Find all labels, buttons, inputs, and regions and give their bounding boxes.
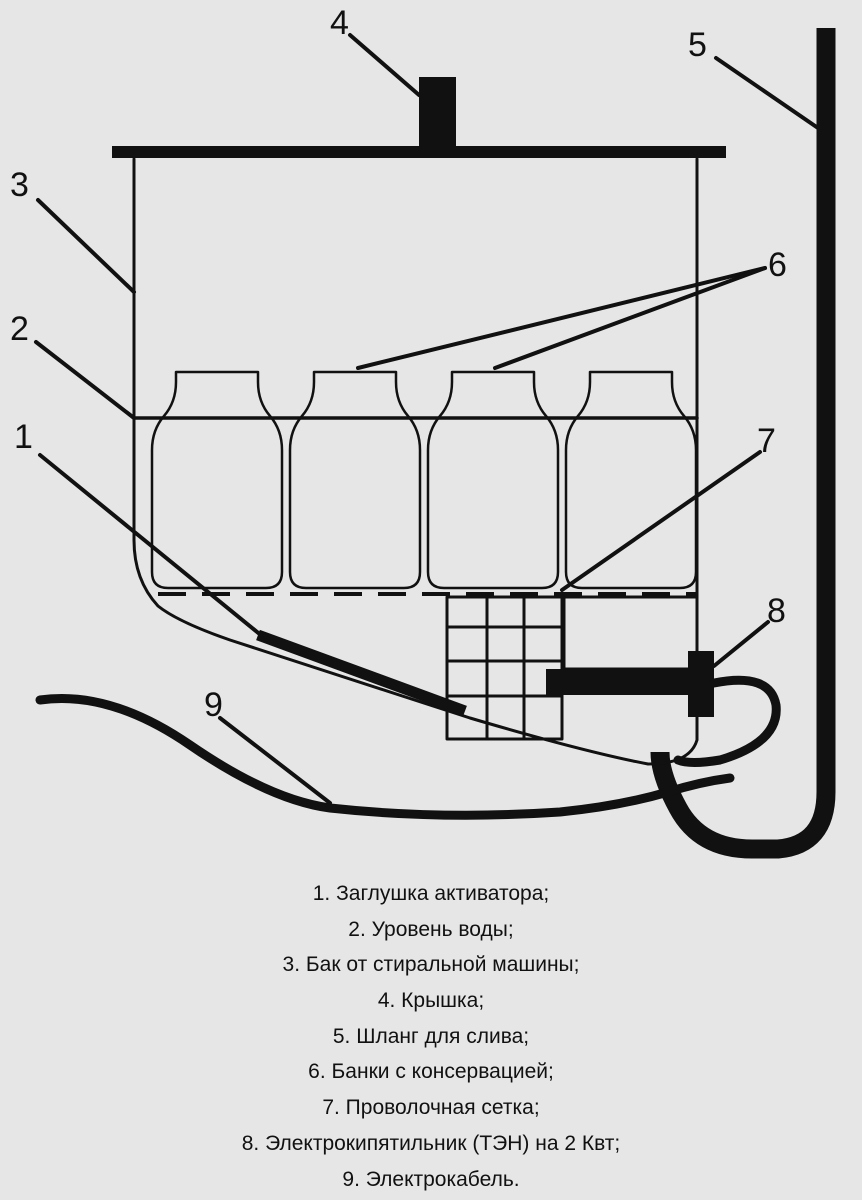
callout-2: 2 [10,310,29,348]
legend-item: 9. Электрокабель. [342,1167,520,1191]
right-compartment [562,595,699,671]
wire-mesh [445,595,564,741]
callout-3: 3 [10,166,29,204]
legend-item: 3. Бак от стиральной машины; [282,953,580,977]
callout-1: 1 [14,418,33,456]
jar-1 [150,370,284,590]
legend-list: 1. Заглушка активатора; 2. Уровень воды;… [0,876,862,1197]
callout-numbers: 1 2 3 4 5 6 7 8 9 [10,4,787,724]
drain-hose [650,28,836,859]
activator-plug [256,629,467,717]
callout-6: 6 [768,246,787,284]
leader-lines [34,33,820,805]
tank-body [132,157,699,766]
legend-item: 8. Электрокипятильник (ТЭН) на 2 Квт; [241,1131,621,1155]
legend-item: 5. Шланг для слива; [332,1024,530,1048]
lid-handle [419,77,456,149]
jar-3 [426,370,560,590]
tank-diagram [34,28,836,859]
diagram-figure: 1 2 3 4 5 6 7 8 9 [10,4,836,859]
legend-item: 1. Заглушка активатора; [312,882,550,905]
lid [112,146,726,158]
legend-item: 7. Проволочная сетка; [322,1096,540,1120]
heater-cable-loop [673,675,781,767]
legend-item: 4. Крышка; [377,989,485,1013]
jars [150,370,698,590]
jar-2 [288,370,422,590]
electric-cable [35,693,735,820]
jar-4 [564,370,698,590]
callout-7: 7 [757,422,776,460]
callout-9: 9 [204,686,223,724]
legend-item: 2. Уровень воды; [348,917,514,941]
heater-element [546,669,701,695]
legend-item: 6. Банки с консервацией; [308,1060,554,1084]
callout-8: 8 [767,592,786,630]
callout-5: 5 [688,26,707,64]
callout-4: 4 [330,4,349,42]
